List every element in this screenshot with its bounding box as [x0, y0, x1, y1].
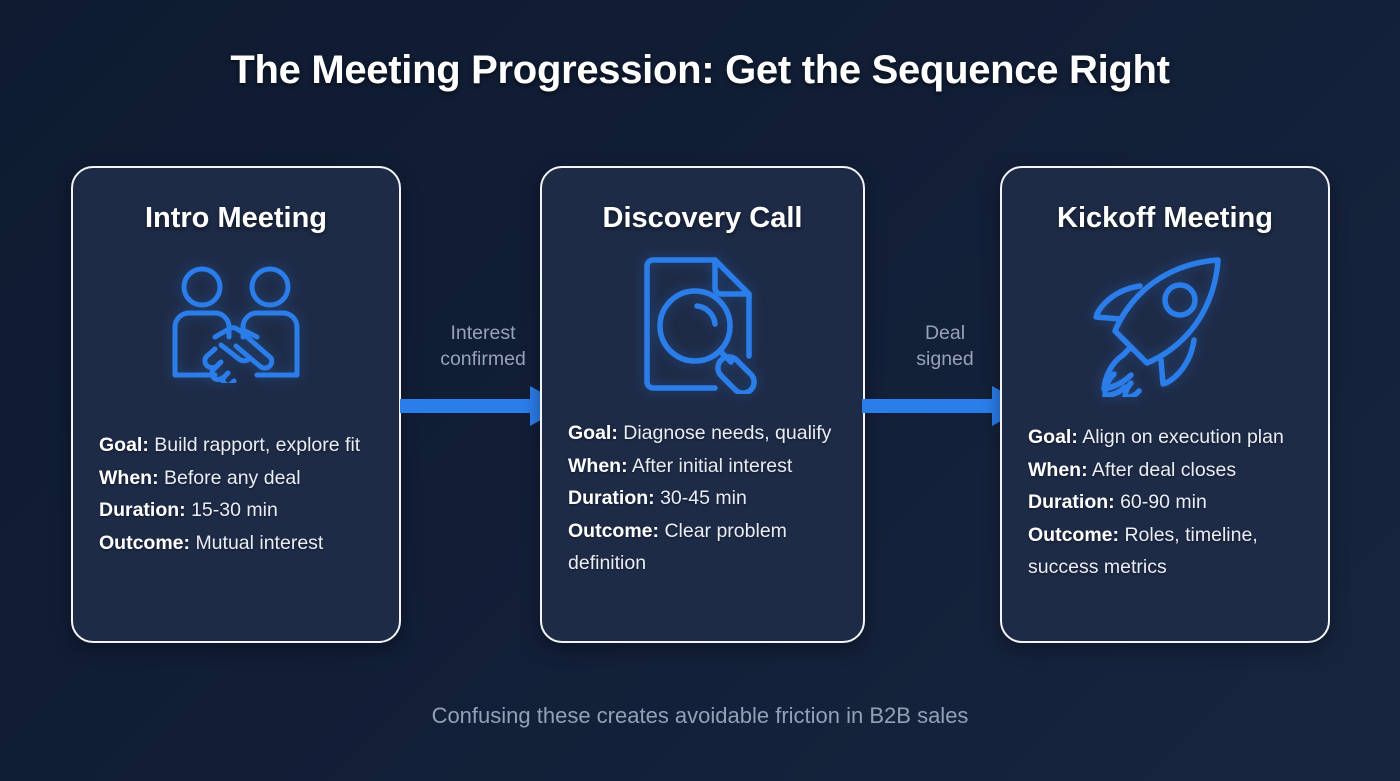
detail-value: Diagnose needs, qualify	[623, 422, 832, 444]
detail-value: 30-45 min	[660, 487, 747, 509]
stage-card-intro-meeting[interactable]: Intro Meeting Goal: Build rapport, explo…	[71, 166, 401, 643]
footer-note: Confusing these creates avoidable fricti…	[431, 703, 969, 728]
arrow-right-icon	[400, 386, 566, 431]
card-details: Goal: Build rapport, explore fit When: B…	[73, 429, 399, 559]
detail-value: After deal closes	[1091, 458, 1237, 481]
detail-key: Duration:	[568, 487, 655, 509]
detail-value: 15-30 min	[191, 499, 278, 521]
document-search-icon	[542, 249, 863, 399]
detail-row: When: After deal closes	[1028, 454, 1302, 487]
detail-value: Align on execution plan	[1082, 426, 1284, 448]
card-details: Goal: Diagnose needs, qualify When: Afte…	[542, 417, 863, 580]
card-title: Kickoff Meeting	[1057, 202, 1273, 234]
connector-deal-signed: Deal signed	[862, 320, 1028, 431]
detail-key: Goal:	[568, 422, 618, 444]
detail-key: Outcome:	[568, 519, 660, 542]
card-details: Goal: Align on execution plan When: Afte…	[1002, 421, 1328, 584]
card-title: Intro Meeting	[144, 202, 328, 234]
detail-row: Goal: Align on execution plan	[1028, 421, 1302, 454]
connector-label: Deal signed	[916, 322, 974, 370]
detail-row: Duration: 60-90 min	[1028, 486, 1302, 519]
detail-value: Mutual interest	[195, 531, 324, 554]
page-title: The Meeting Progression: Get the Sequenc…	[230, 48, 1170, 92]
detail-row: When: Before any deal	[99, 462, 373, 495]
detail-key: Goal:	[1028, 426, 1078, 448]
detail-value: 60-90 min	[1120, 491, 1207, 513]
detail-value: Build rapport, explore fit	[154, 434, 361, 456]
stage-card-kickoff-meeting[interactable]: Kickoff Meeting Goal: Align on execution…	[1000, 166, 1330, 643]
detail-key: When:	[99, 466, 159, 489]
detail-row: Outcome: Clear problem definition	[568, 515, 837, 580]
rocket-icon	[1002, 249, 1328, 399]
detail-value: After initial interest	[631, 454, 793, 477]
detail-value: Before any deal	[164, 466, 301, 489]
detail-key: Duration:	[1028, 491, 1115, 513]
detail-value: Clear problem definition	[568, 519, 787, 575]
detail-row: Outcome: Roles, timeline, success metric…	[1028, 519, 1302, 584]
detail-key: Duration:	[99, 499, 186, 521]
arrow-right-icon	[862, 386, 1028, 431]
detail-row: Outcome: Mutual interest	[99, 527, 373, 560]
connector-label: Interest confirmed	[440, 322, 526, 370]
detail-row: Goal: Build rapport, explore fit	[99, 429, 373, 462]
detail-row: Duration: 30-45 min	[568, 482, 837, 515]
detail-key: Goal:	[99, 434, 149, 456]
detail-key: When:	[1028, 458, 1088, 481]
stage-card-discovery-call[interactable]: Discovery Call Goal: Diagnose needs, qua…	[540, 166, 865, 643]
detail-key: Outcome:	[99, 531, 191, 554]
detail-row: Duration: 15-30 min	[99, 494, 373, 527]
connector-interest-confirmed: Interest confirmed	[400, 320, 566, 431]
detail-row: When: After initial interest	[568, 450, 837, 483]
handshake-icon	[73, 249, 399, 399]
detail-row: Goal: Diagnose needs, qualify	[568, 417, 837, 450]
detail-value: Roles, timeline, success metrics	[1028, 523, 1258, 579]
card-title: Discovery Call	[602, 202, 803, 234]
detail-key: When:	[568, 454, 628, 477]
detail-key: Outcome:	[1028, 523, 1120, 546]
